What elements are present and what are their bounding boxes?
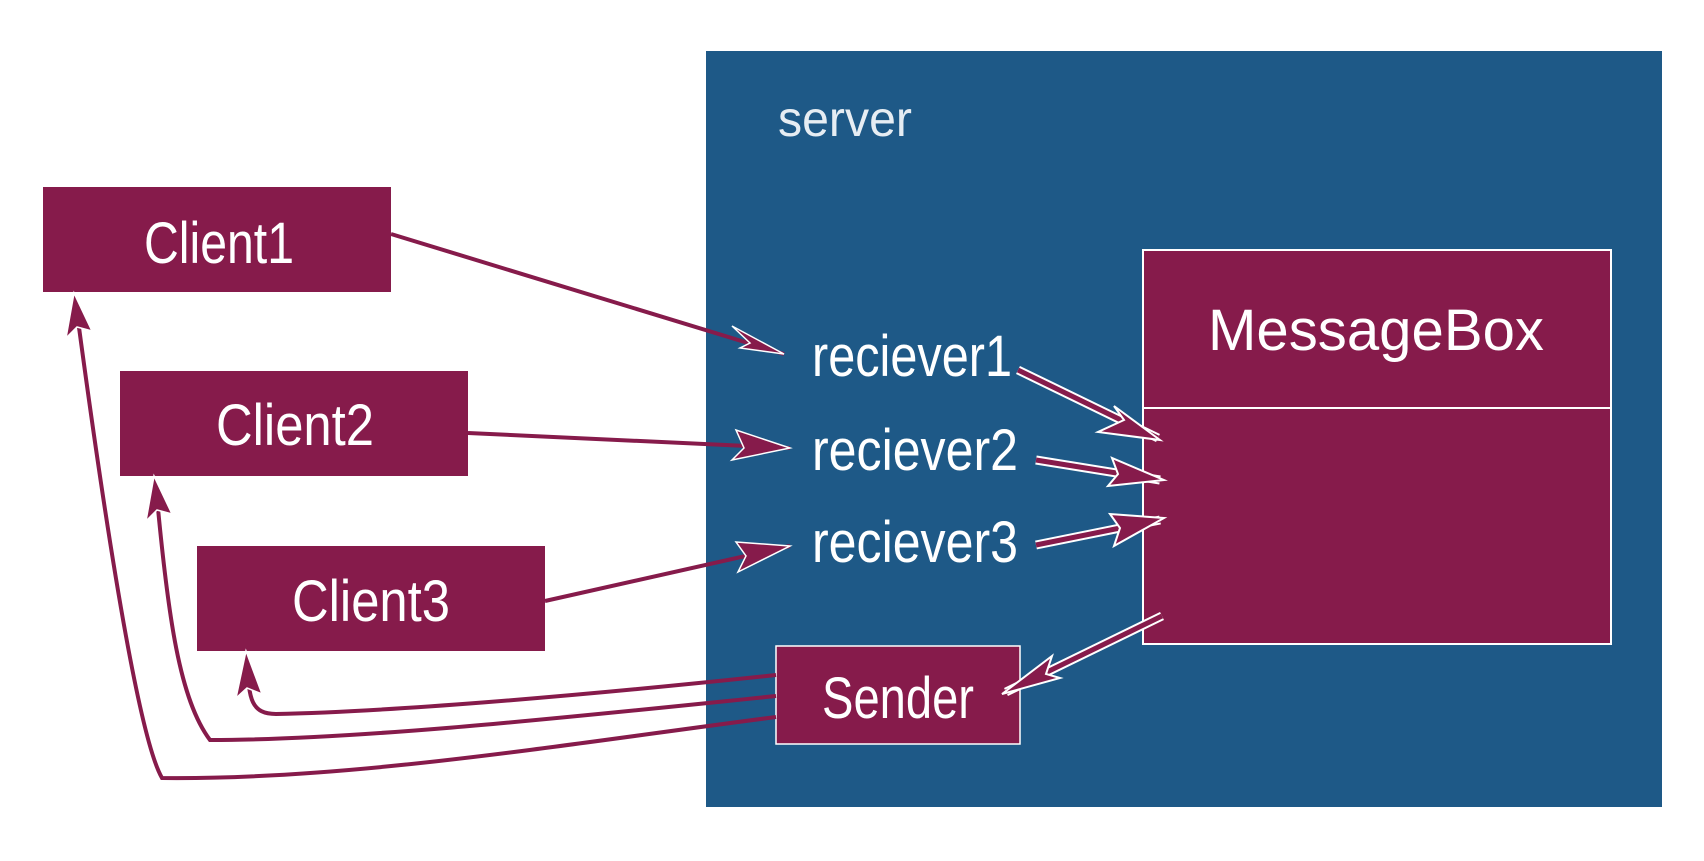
sender-label: Sender	[822, 666, 974, 731]
arrow-receiver3-to-messagebox	[1035, 512, 1168, 550]
arrow-receiver1-to-messagebox	[1016, 365, 1164, 443]
sender-box: Sender	[775, 645, 1021, 745]
server-label: server	[778, 91, 912, 147]
message-box: MessageBox	[1142, 249, 1612, 645]
arrow-receiver2-to-messagebox	[1035, 455, 1168, 488]
arrow-sender-to-client3	[234, 648, 777, 717]
arrow-client2-to-receiver2	[467, 428, 793, 462]
client1-box: Client1	[43, 187, 391, 292]
client3-box: Client3	[197, 546, 545, 651]
message-box-label: MessageBox	[1208, 298, 1544, 363]
arrow-messagebox-to-sender	[1001, 611, 1164, 697]
arrow-sender-to-client1	[64, 290, 777, 781]
receiver1-label: reciever1	[812, 324, 1012, 389]
arrow-sender-to-client2	[144, 473, 777, 743]
receiver2-label: reciever2	[812, 418, 1018, 483]
receiver3-label: reciever3	[812, 510, 1018, 575]
arrow-client3-to-receiver3	[544, 541, 793, 603]
client3-label: Client3	[292, 569, 450, 634]
arrow-client1-to-receiver1	[390, 232, 785, 356]
client2-box: Client2	[120, 371, 468, 476]
client1-label: Client1	[144, 211, 294, 276]
client2-label: Client2	[216, 393, 374, 458]
